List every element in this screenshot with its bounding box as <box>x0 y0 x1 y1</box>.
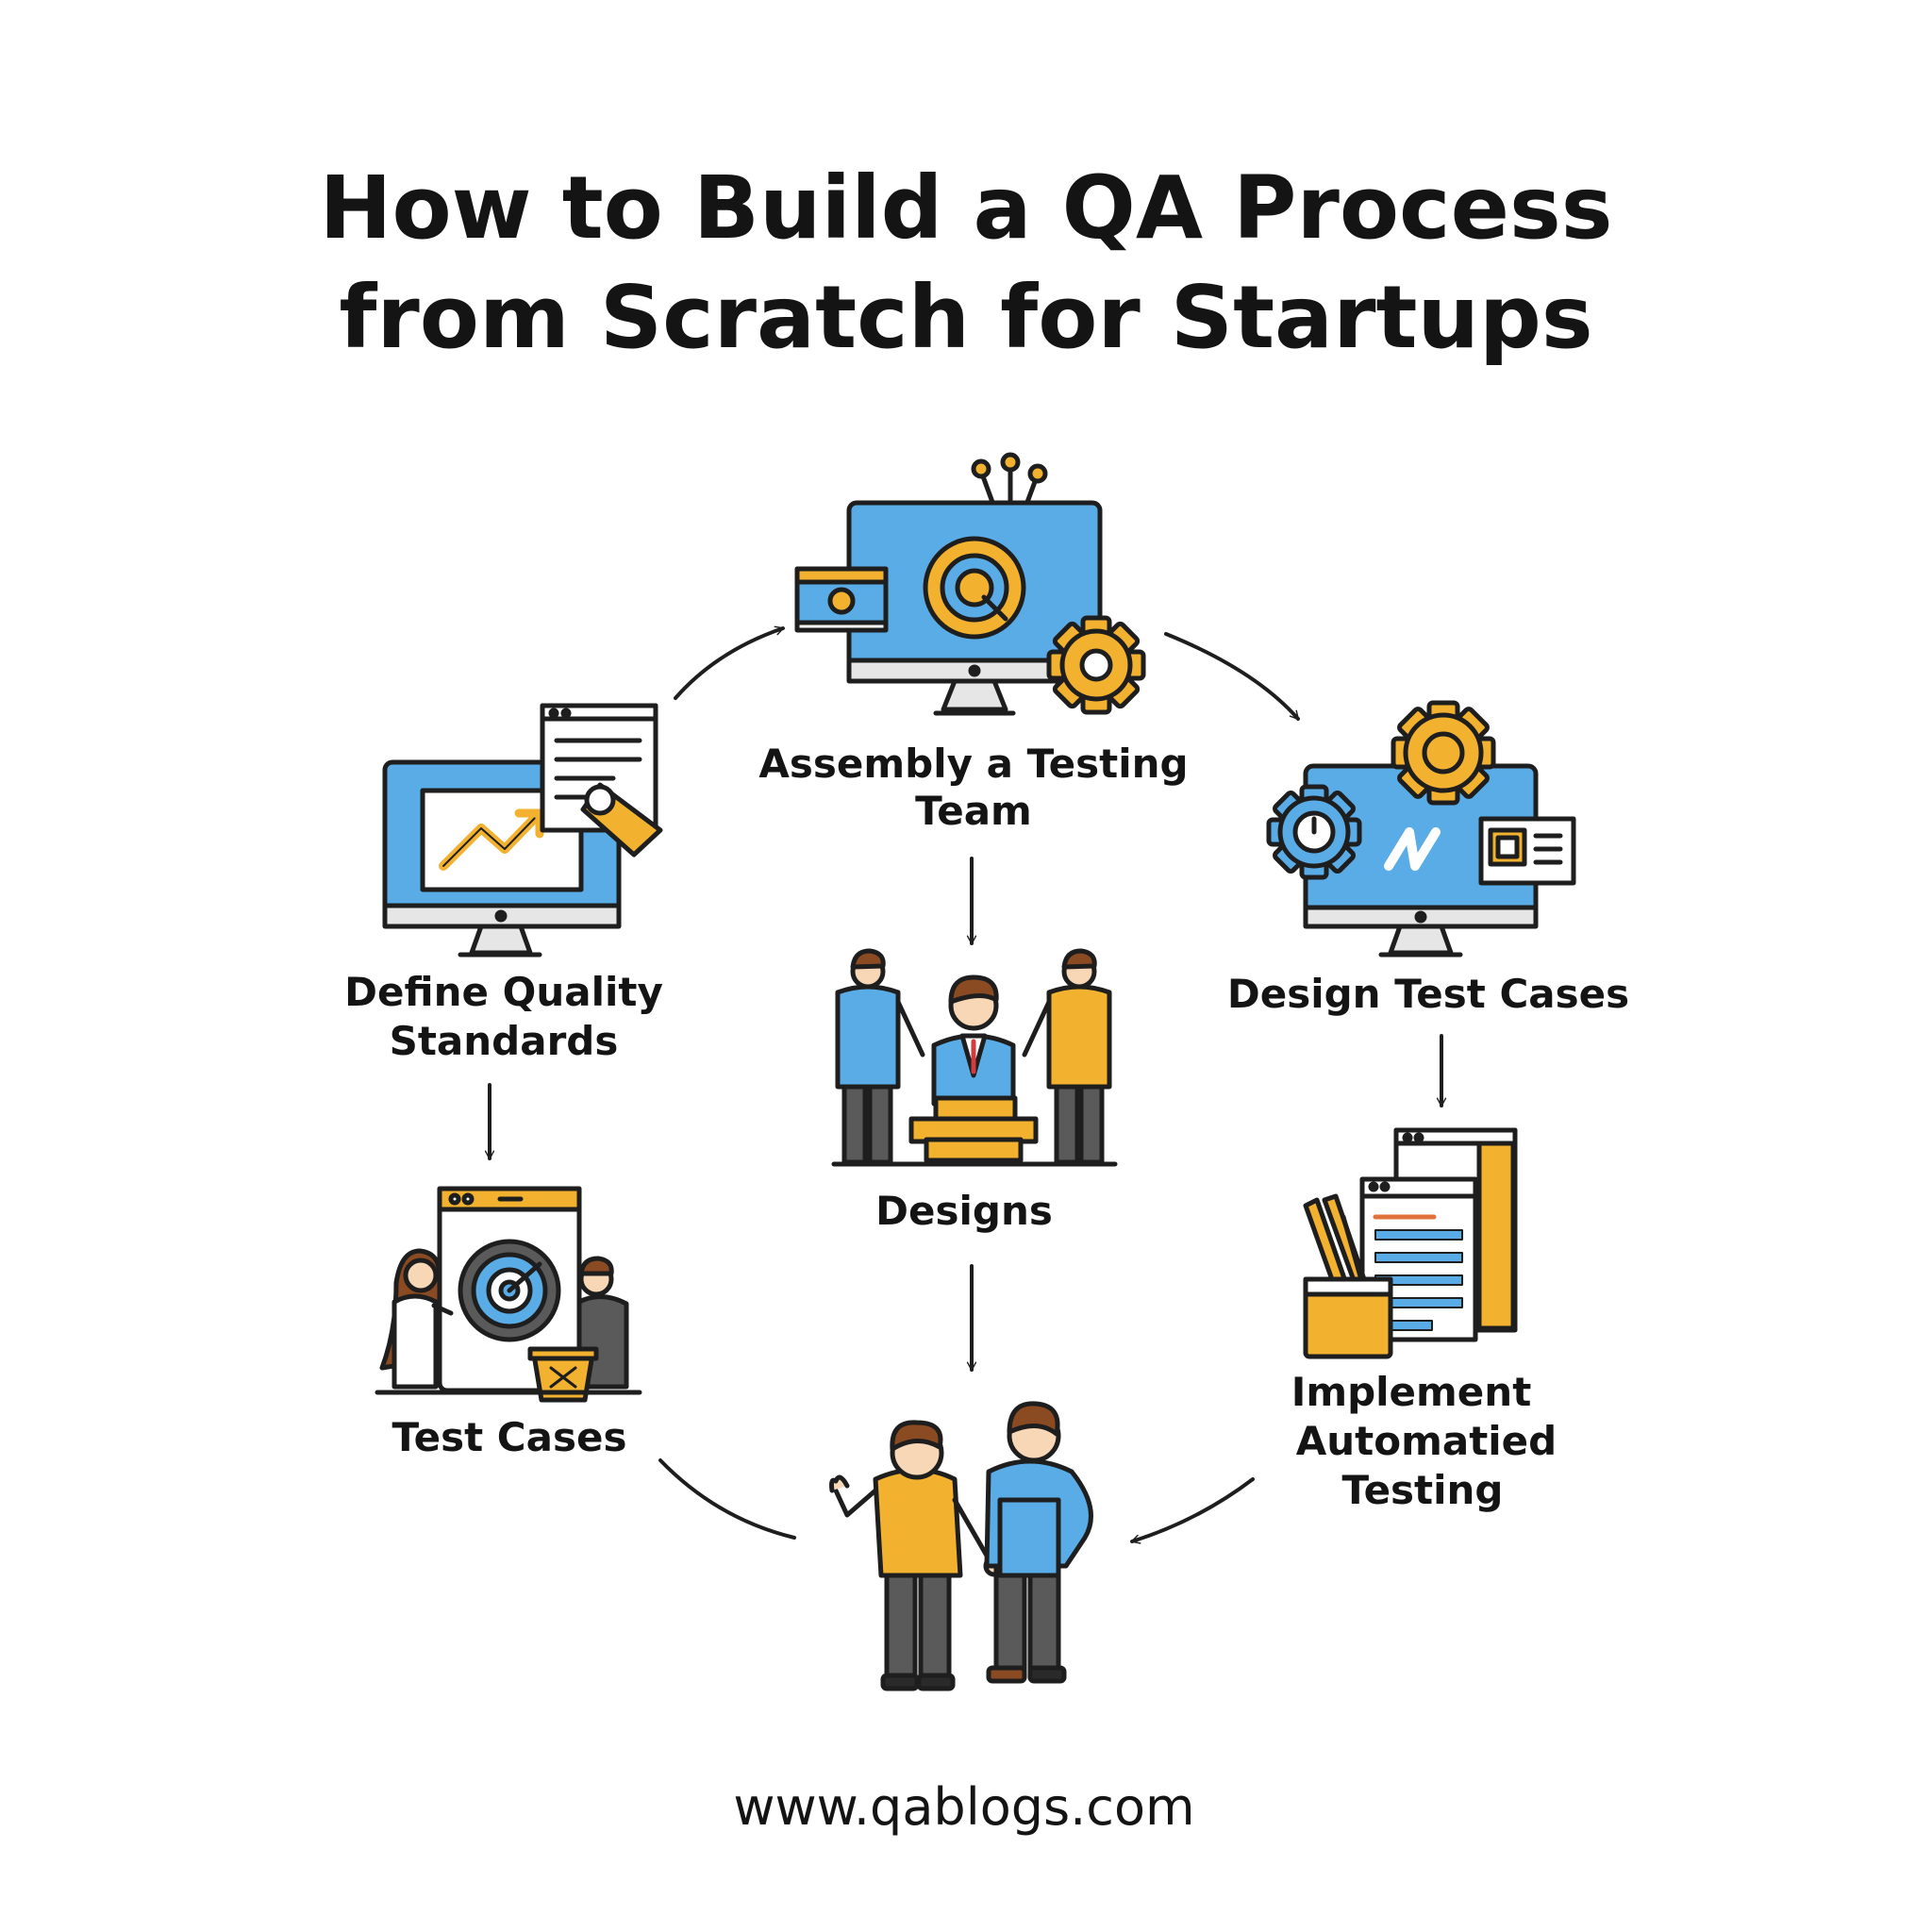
small-gear-icon <box>1266 784 1362 880</box>
arrow-define-to-assembly <box>674 625 785 700</box>
arrow-assembly-to-design <box>1164 632 1300 721</box>
monitor-target-gear-icon <box>794 452 1146 716</box>
label-implement-line-1: Implement <box>1291 1369 1532 1415</box>
label-design-line-1: Design Test Cases <box>1227 971 1629 1017</box>
large-gear-icon <box>1391 700 1496 806</box>
title-line-2: from Scratch for Startups <box>339 267 1592 368</box>
label-implement-line-3: Testing <box>1342 1467 1504 1513</box>
gear-icon <box>1046 615 1146 715</box>
label-define-line-2: Standards <box>390 1018 619 1064</box>
label-assembly-line-2: Team <box>915 788 1032 834</box>
label-implement-line-2: Automatied <box>1296 1418 1557 1464</box>
team-meeting-icon <box>831 948 1118 1167</box>
monitor-gears-window-icon <box>1266 700 1576 958</box>
two-people-collaborating-icon <box>829 1401 1093 1691</box>
footer-url[interactable]: www.qablogs.com <box>733 1777 1194 1837</box>
label-define-line-1: Define Quality <box>344 969 663 1015</box>
arrow-testcases-to-center <box>658 1458 796 1540</box>
team-target-board-icon <box>375 1186 642 1403</box>
label-designs-line-1: Designs <box>875 1188 1053 1234</box>
label-assembly-line-1: Assembly a Testing <box>758 741 1188 787</box>
documents-pencil-cup-icon <box>1303 1127 1518 1359</box>
flow-arrows <box>484 625 1447 1544</box>
label-testcases-line-1: Test Cases <box>392 1414 627 1460</box>
title-line-1: How to Build a QA Process <box>319 158 1612 258</box>
step-labels: Assembly a Testing Team Define Quality S… <box>344 741 1629 1513</box>
monitor-chart-document-icon <box>382 703 663 958</box>
arrow-implement-to-center <box>1130 1477 1255 1544</box>
